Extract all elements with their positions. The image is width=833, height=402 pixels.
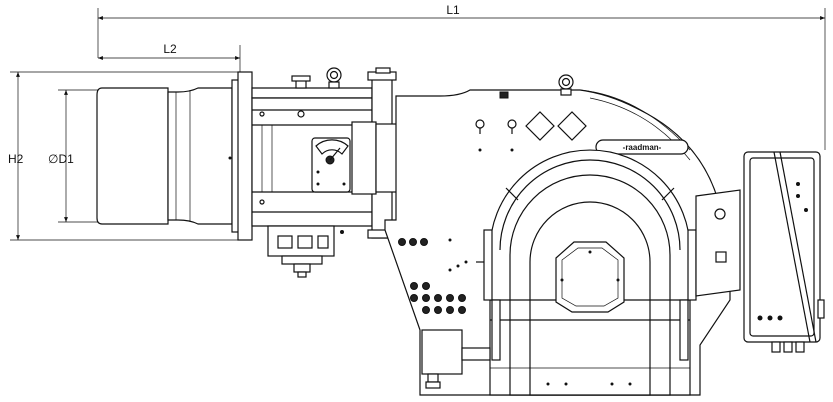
brand-label: -raadman- <box>623 143 662 152</box>
connection-ports <box>398 238 468 314</box>
dimension-label-d1: ∅D1 <box>48 152 74 166</box>
dimension-label-h2: H2 <box>8 152 24 166</box>
flame-sight-icon <box>475 111 587 152</box>
dimension-h2: H2 <box>8 71 240 241</box>
dimension-d1: ∅D1 <box>48 89 100 223</box>
dimension-label-l2: L2 <box>163 42 177 56</box>
eye-bolt-icon <box>326 67 342 89</box>
dimension-l2: L2 <box>98 42 241 72</box>
blast-tube <box>96 71 253 241</box>
brand-nameplate: -raadman- <box>595 139 689 155</box>
inspection-hatch <box>555 241 625 313</box>
pressure-switch-box <box>421 329 491 389</box>
dimension-label-l1: L1 <box>446 3 460 17</box>
top-valve-knob <box>499 91 509 99</box>
eye-bolt-icon <box>558 74 574 96</box>
servo-scale-icon <box>311 137 351 193</box>
control-box-icon <box>695 151 825 353</box>
fan-housing-hinges <box>483 229 697 361</box>
dimension-l1: L1 <box>97 3 826 150</box>
valve-block <box>267 225 344 278</box>
